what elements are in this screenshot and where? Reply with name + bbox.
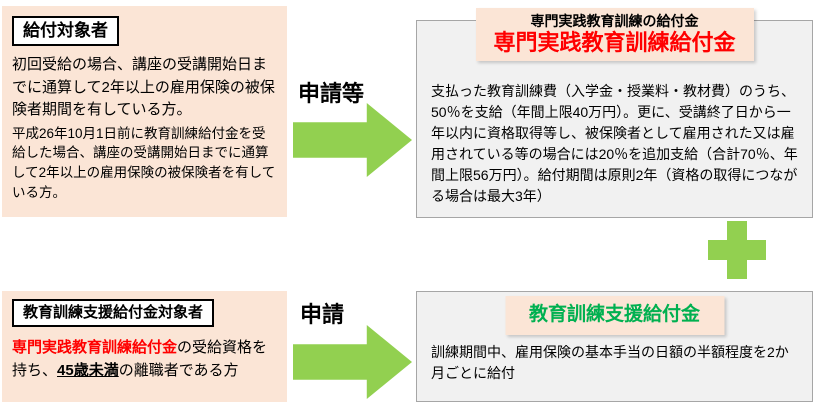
main-benefit-header-small: 専門実践教育訓練の給付金 <box>530 13 699 29</box>
recipient-eligibility-panel: 給付対象者 初回受給の場合、講座の受講開始日までに通算して2年以上の雇用保険の被… <box>2 6 287 217</box>
support-benefit-header: 教育訓練支援給付金 <box>504 296 725 335</box>
support-eligibility-text-tail: の離職者である方 <box>118 362 239 380</box>
support-eligibility-text-mid: の受給資格を持ち、 <box>12 339 268 380</box>
main-benefit-panel: 専門実践教育訓練の給付金 専門実践教育訓練給付金 支払った教育訓練費（入学金・授… <box>416 8 813 218</box>
support-eligibility-text-underlined: 45歳未満 <box>57 362 119 380</box>
arrow-right-icon-bottom <box>293 325 412 399</box>
support-eligibility-title: 教育訓練支援給付金対象者 <box>12 299 215 327</box>
support-eligibility-panel: 教育訓練支援給付金対象者 専門実践教育訓練給付金の受給資格を持ち、45歳未満の離… <box>2 291 287 402</box>
support-eligibility-text: 専門実践教育訓練給付金の受給資格を持ち、45歳未満の離職者である方 <box>12 336 277 383</box>
support-benefit-description: 訓練期間中、雇用保険の基本手当の日額の半額程度を2か月ごとに給付 <box>431 344 789 381</box>
main-benefit-description: 支払った教育訓練費（入学金・授業料・教材費）のうち、50％を支給（年間上限40万… <box>431 83 798 204</box>
plus-icon <box>708 221 766 279</box>
support-benefit-header-title: 教育訓練支援給付金 <box>528 304 701 325</box>
recipient-eligibility-title: 給付対象者 <box>12 16 119 47</box>
top-arrow-label: 申請等 <box>298 81 365 106</box>
recipient-eligibility-paragraph-2: 平成26年10月1日前に教育訓練給付金を受給した場合、講座の受講開始日までに通算… <box>12 125 276 200</box>
recipient-eligibility-paragraph-1: 初回受給の場合、講座の受講開始日までに通算して2年以上の雇用保険の被保険者期間を… <box>12 56 275 119</box>
main-benefit-header-title: 専門実践教育訓練給付金 <box>493 30 736 56</box>
support-benefit-panel: 教育訓練支援給付金 訓練期間中、雇用保険の基本手当の日額の半額程度を2か月ごとに… <box>416 291 813 402</box>
main-benefit-header: 専門実践教育訓練の給付金 専門実践教育訓練給付金 <box>475 8 754 61</box>
support-eligibility-text-red: 専門実践教育訓練給付金 <box>12 339 178 356</box>
bottom-arrow-label: 申請 <box>300 302 345 327</box>
arrow-right-icon-top <box>293 103 412 177</box>
